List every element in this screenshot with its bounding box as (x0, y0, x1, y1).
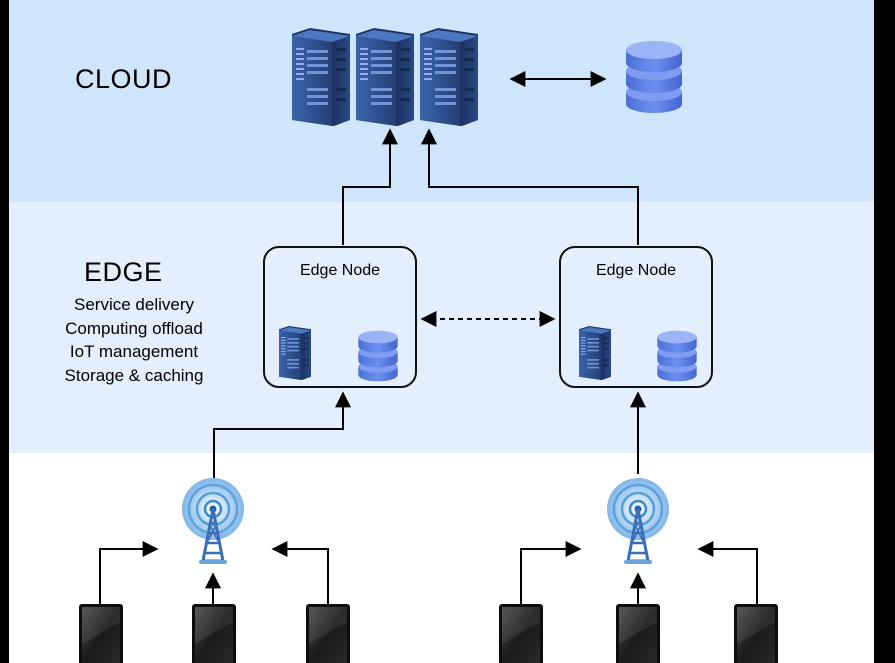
edge-right-to-cloud-link (421, 128, 639, 245)
wireless-tower-icon (181, 477, 245, 565)
cloud-server-icon (356, 28, 414, 126)
mobile-device-icon (616, 604, 660, 663)
mobile-device-icon (734, 604, 778, 663)
edge-function-list: Service delivery Computing offload IoT m… (29, 293, 239, 387)
diagram-graphics (79, 28, 778, 663)
wireless-tower-icon (606, 477, 670, 565)
mobile-device-icon (306, 604, 350, 663)
edge-database-icon (358, 330, 398, 382)
edge-left-to-cloud-link (342, 128, 398, 245)
edge-function-item: Service delivery (74, 295, 194, 314)
mobile-device-icon (499, 604, 543, 663)
edge-node-label: Edge Node (299, 262, 381, 279)
edge-server-icon (579, 325, 611, 381)
mobile-device-icon (79, 604, 123, 663)
cloud-server-icon (420, 28, 478, 126)
edge-node-label: Edge Node (595, 262, 677, 279)
cloud-database-icon (626, 41, 682, 113)
edge-layer (9, 202, 874, 453)
edge-database-icon (657, 330, 697, 382)
edge-layer-title: EDGE (84, 257, 163, 287)
device-to-tower-link (520, 541, 582, 605)
tower-left-to-edge-link (213, 391, 351, 481)
device-layer (9, 453, 874, 663)
mobile-device-icon (192, 604, 236, 663)
cloud-server-icon (292, 28, 350, 126)
device-to-tower-link (697, 541, 758, 605)
edge-function-item: Storage & caching (64, 365, 204, 385)
device-to-tower-link (271, 541, 329, 605)
edge-function-item: Computing offload (65, 318, 203, 338)
diagram-canvas: CLOUD EDGE Service delivery Computing of… (9, 0, 874, 663)
cloud-layer-title: CLOUD (75, 64, 173, 94)
edge-server-icon (279, 325, 311, 381)
device-to-tower-link (99, 541, 159, 605)
edge-function-item: IoT management (69, 342, 199, 361)
